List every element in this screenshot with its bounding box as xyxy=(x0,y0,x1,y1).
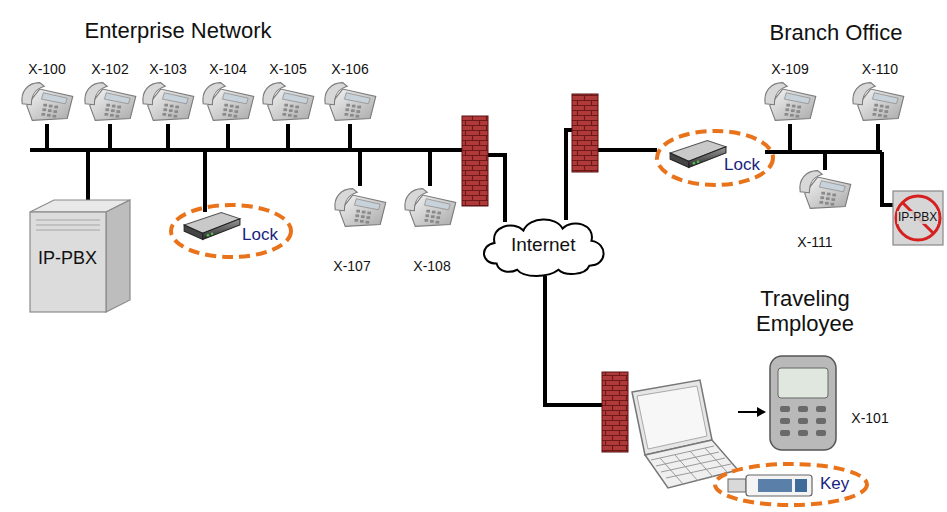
illustration-part xyxy=(816,418,826,424)
server-slot xyxy=(36,220,100,221)
illustration-part xyxy=(360,150,430,186)
device-callout: Lock xyxy=(168,202,294,260)
illustration-part xyxy=(572,94,598,172)
illustration-part xyxy=(795,479,807,492)
extension-label: X-110 xyxy=(862,61,898,77)
extension-label: X-111 xyxy=(797,234,832,250)
illustration-part xyxy=(670,141,726,168)
illustration-part xyxy=(778,368,828,398)
illustration-part xyxy=(765,83,816,121)
server-front xyxy=(30,212,106,312)
illustration-part xyxy=(770,356,836,450)
illustration-part xyxy=(598,148,657,152)
node-text: IP-PBX xyxy=(897,211,938,224)
illustration-part xyxy=(800,171,851,209)
illustration-part xyxy=(143,83,194,121)
illustration-part xyxy=(853,83,904,121)
illustration-part xyxy=(780,406,790,412)
node-text: Key xyxy=(820,475,849,494)
extension-label: X-106 xyxy=(331,61,368,77)
illustration-part xyxy=(566,130,572,220)
prohibit-circle xyxy=(896,196,940,240)
illustration-part xyxy=(637,386,707,449)
illustration-part xyxy=(758,479,792,492)
dashed-ellipse xyxy=(715,464,867,505)
extension-label: X-107 xyxy=(333,258,370,274)
illustration-part xyxy=(263,83,314,121)
illustration-part xyxy=(798,406,808,412)
illustration-part xyxy=(462,116,488,206)
illustration-part xyxy=(884,203,893,207)
extension-label: X-102 xyxy=(91,61,128,77)
dashed-ellipse xyxy=(657,131,773,185)
illustration-part xyxy=(728,479,746,492)
illustration-part xyxy=(405,189,456,227)
site-heading: Enterprise Network xyxy=(84,18,271,43)
illustration-part xyxy=(602,372,628,452)
dashed-ellipse xyxy=(171,205,291,257)
illustration-part xyxy=(545,276,602,405)
illustration-part xyxy=(816,406,826,412)
device-callout: Key xyxy=(712,461,870,508)
illustration-part xyxy=(645,440,738,488)
server-slot xyxy=(36,225,100,226)
illustration-part xyxy=(462,94,628,452)
illustration-part xyxy=(798,418,808,424)
node-text: Internet xyxy=(511,235,575,256)
extension-label: X-101 xyxy=(851,410,888,426)
extension-label: X-103 xyxy=(149,61,186,77)
site-heading: Traveling Employee xyxy=(735,286,875,337)
internet-cloud: Internet xyxy=(476,212,610,278)
illustration-part xyxy=(184,213,240,240)
node-text: Lock xyxy=(242,226,278,245)
pbx-box xyxy=(893,191,943,245)
illustration-part xyxy=(30,148,462,152)
illustration-part xyxy=(780,430,790,436)
extension-label: X-109 xyxy=(771,61,808,77)
illustration-part xyxy=(325,83,376,121)
extension-label: X-100 xyxy=(28,61,65,77)
illustration-part xyxy=(780,418,790,424)
illustration-part xyxy=(798,430,808,436)
illustration-part xyxy=(203,83,254,121)
pbx-server: IP-PBX xyxy=(892,190,944,246)
extension-label: X-105 xyxy=(269,61,306,77)
illustration-part xyxy=(488,155,505,222)
node-text: IP-PBX xyxy=(38,249,97,269)
illustration-part xyxy=(816,430,826,436)
site-heading: Branch Office xyxy=(770,20,903,45)
illustration-part xyxy=(22,83,73,121)
illustration-part xyxy=(85,83,136,121)
illustration-part xyxy=(47,124,350,150)
illustration-part xyxy=(757,407,766,417)
illustration-part xyxy=(738,411,760,413)
illustration-part xyxy=(780,406,826,436)
extension-label: X-104 xyxy=(209,61,246,77)
device-callout: Lock xyxy=(654,128,776,188)
pbx-server: IP-PBX xyxy=(30,200,130,312)
server-side xyxy=(106,200,130,312)
server-slot xyxy=(36,230,100,231)
illustration-part xyxy=(335,189,386,227)
illustration-part xyxy=(746,475,812,496)
node-text: Lock xyxy=(724,156,760,175)
extension-label: X-108 xyxy=(413,258,450,274)
internet-cloud xyxy=(484,219,604,275)
